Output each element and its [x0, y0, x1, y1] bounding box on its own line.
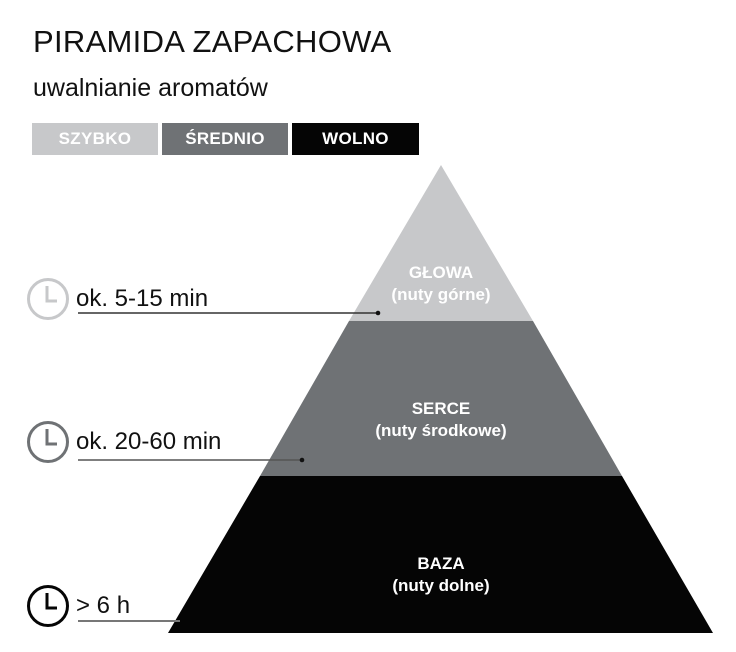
leader-dot-middle	[299, 457, 305, 463]
clock-icon	[27, 585, 69, 627]
time-label: > 6 h	[76, 592, 131, 619]
tier-middle	[260, 321, 622, 476]
tier-label-top: GŁOWA (nuty górne)	[341, 262, 541, 306]
tier-label-middle: SERCE (nuty środkowe)	[321, 398, 561, 442]
time-row-top: ok. 5-15 min	[26, 277, 208, 321]
time-row-base: > 6 h	[26, 584, 130, 628]
time-label: ok. 20-60 min	[76, 428, 222, 455]
tier-name: BAZA	[417, 554, 465, 573]
tier-sub: (nuty górne)	[391, 285, 491, 304]
time-row-middle: ok. 20-60 min	[26, 420, 221, 464]
tier-label-base: BAZA (nuty dolne)	[321, 553, 561, 597]
tier-top	[349, 165, 533, 321]
tier-sub: (nuty środkowe)	[375, 421, 507, 440]
tier-sub: (nuty dolne)	[392, 576, 490, 595]
clock-icon	[27, 278, 69, 320]
page-subtitle: uwalnianie aromatów	[33, 74, 268, 102]
page-title: PIRAMIDA ZAPACHOWA	[33, 24, 392, 59]
legend-fast: SZYBKO	[32, 123, 158, 155]
time-label: ok. 5-15 min	[76, 285, 209, 312]
leader-dot-top	[375, 310, 381, 316]
tier-name: GŁOWA	[408, 263, 474, 282]
legend-slow: WOLNO	[292, 123, 419, 155]
clock-icon	[27, 421, 69, 463]
legend-medium: ŚREDNIO	[162, 123, 288, 155]
tier-base	[168, 476, 713, 633]
tier-name: SERCE	[411, 399, 471, 418]
